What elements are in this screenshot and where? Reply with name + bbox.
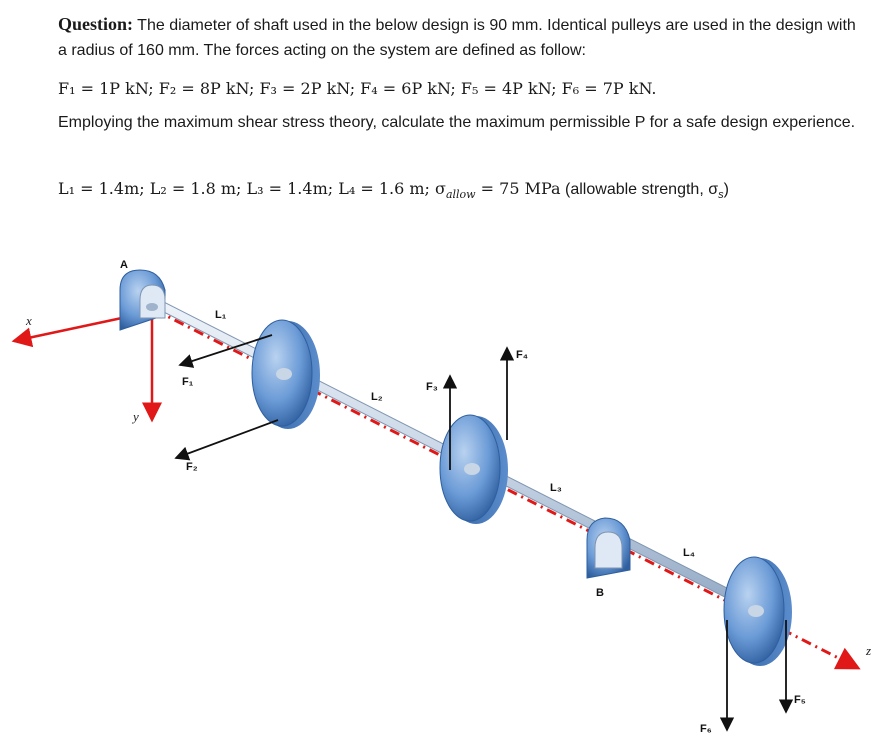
params-sub: allow [445,188,476,202]
length-l3-label: L₃ [550,482,562,494]
bearing-a [119,269,166,331]
bearing-b [586,517,631,579]
forces-line: F₁ = 1P kN; F₂ = 8P kN; F₃ = 2P kN; F₄ =… [58,79,657,98]
params-note: (allowable strength, σ [560,181,719,198]
forces-definition: F₁ = 1P kN; F₂ = 8P kN; F₃ = 2P kN; F₄ =… [58,76,858,101]
params-note-sub: s [718,189,724,202]
force-f5-label: F₅ [794,694,806,706]
force-f2-arrow [174,419,279,461]
pulley-2 [439,414,508,524]
question-intro-text: The diameter of shaft used in the below … [58,17,856,59]
params-math: L₁ = 1.4m; L₂ = 1.8 m; L₃ = 1.4m; L₄ = 1… [58,179,446,198]
force-f4-label: F₄ [516,349,528,361]
instruction-text: Employing the maximum shear stress theor… [58,114,856,131]
params-note-end: ) [723,181,729,198]
force-f1-label: F₁ [182,376,194,388]
force-f6-label: F₆ [700,723,712,735]
pulley-3 [723,556,792,666]
axis-y-label: y [131,409,139,424]
question-intro: Question: The diameter of shaft used in … [58,12,858,63]
axis-z-label: z [865,643,871,658]
length-l1-label: L₁ [215,309,227,321]
question-label: Question: [58,14,134,34]
length-l2-label: L₂ [371,391,383,403]
design-parameters: L₁ = 1.4m; L₂ = 1.8 m; L₃ = 1.4m; L₄ = 1… [58,176,858,208]
support-b-label: B [596,587,604,599]
force-f2-label: F₂ [186,461,198,473]
force-f1-arrow [178,334,273,368]
question-instruction: Employing the maximum shear stress theor… [58,110,858,135]
support-a-label: A [120,259,128,271]
pulley-1 [251,319,320,429]
axis-x-label: x [25,313,32,328]
length-l4-label: L₄ [683,547,695,559]
params-value: = 75 MPa [475,179,561,198]
force-f3-label: F₃ [426,381,438,393]
